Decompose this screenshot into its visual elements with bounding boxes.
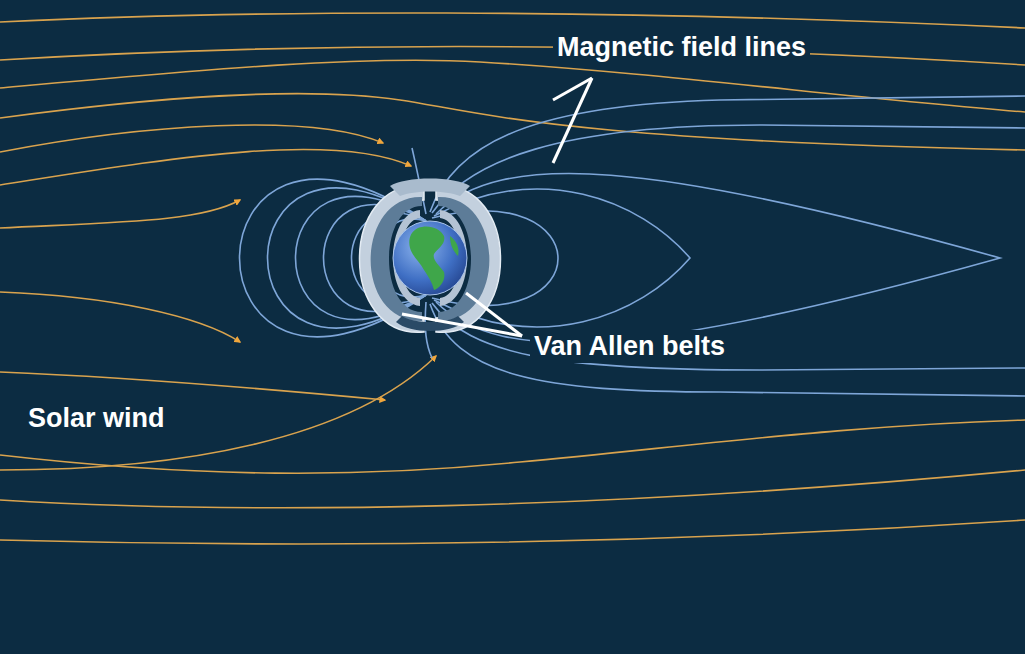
earth xyxy=(393,221,467,295)
label: Magnetic field lines xyxy=(553,31,810,64)
label: Van Allen belts xyxy=(530,330,729,363)
magnetic-field-lines xyxy=(240,96,1025,396)
solar-wind-lines xyxy=(0,13,1025,544)
leader-lines xyxy=(402,78,592,336)
van-allen-belts xyxy=(360,179,501,333)
label: Solar wind xyxy=(24,402,169,435)
